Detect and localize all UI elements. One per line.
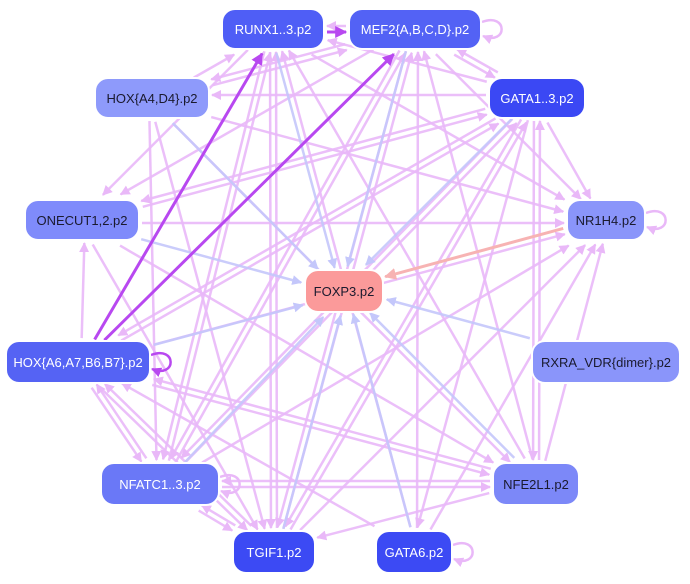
edge-tgif1-to-nfatc [200,504,236,527]
edge-hoxa6-to-mef2 [103,53,395,342]
self-loop-nr1h4 [645,209,667,235]
node-mef2[interactable]: MEF2{A,B,C,D}.p2 [348,8,482,50]
edge-nfatc-to-hoxa6 [95,383,148,460]
edge-nfe2l1-to-tgif1 [316,491,490,541]
node-nr1h4[interactable]: NR1H4.p2 [566,199,646,241]
edge-gata6-to-foxp3 [350,313,412,528]
edge-tgif1-to-gata1 [289,121,528,531]
edge-hoxa6-to-foxp3 [153,302,304,347]
self-loop-mef2 [481,18,503,44]
edge-nfe2l1-to-gata1 [534,120,545,461]
edge-runx-to-onecut [101,48,249,196]
edge-gata1-to-mef2 [456,48,499,74]
node-onecut[interactable]: ONECUT1,2.p2 [24,199,140,241]
edge-mef2-to-gata1 [453,53,496,79]
node-nfe2l1[interactable]: NFE2L1.p2 [492,462,580,506]
edge-gata6-to-hoxa6 [121,382,376,528]
edge-rxra-to-foxp3 [385,297,531,340]
edge-nfatc-to-mef2 [174,52,406,463]
edge-onecut-to-gata1 [142,112,488,209]
edge-hoxa6-to-gata1 [120,122,500,342]
node-gata6[interactable]: GATA6.p2 [375,530,453,574]
edge-gata6-to-nr1h4 [429,243,597,531]
edge-gata1-to-onecut [140,107,486,204]
node-rxra[interactable]: RXRA_VDR{dimer}.p2 [531,340,681,384]
edge-nfe2l1-to-foxp3 [369,312,516,459]
edge-gata1-to-foxp3 [364,117,513,266]
edge-nr1h4-to-foxp3 [384,227,564,280]
edge-hoxa4-to-runx [193,53,236,79]
edge-onecut-to-foxp3 [140,237,303,285]
node-nfatc[interactable]: NFATC1..3.p2 [100,462,220,506]
edge-nfatc-to-foxp3 [184,316,325,463]
edge-gata1-to-nfe2l1 [528,120,539,461]
edge-runx-to-foxp3 [275,52,338,269]
edge-hoxa4-to-foxp3 [171,122,319,270]
edge-hoxa6-to-nfe2l1 [151,383,491,478]
self-loop-hoxa6 [150,351,172,377]
edge-nfe2l1-to-hoxa6 [152,376,492,471]
edge-mef2-to-nfatc [169,49,401,460]
edge-hoxa6-to-nfatc [90,386,143,463]
node-runx[interactable]: RUNX1..3.p2 [221,8,325,50]
edge-gata1-to-nr1h4 [546,121,592,200]
edge-tgif1-to-runx [271,50,282,528]
edge-hoxa4-to-tgif1 [154,121,268,530]
edge-tgif1-to-foxp3 [282,314,343,530]
node-hoxa4[interactable]: HOX{A4,D4}.p2 [94,77,210,119]
self-loop-nfatc [219,473,241,499]
node-gata1[interactable]: GATA1..3.p2 [488,77,586,119]
node-hoxa6[interactable]: HOX{A6,A7,B6,B7}.p2 [5,340,151,384]
self-loop-gata6 [452,541,474,567]
edge-mef2-to-foxp3 [345,50,408,268]
edge-onecut-to-tgif1 [91,243,259,531]
node-foxp3[interactable]: FOXP3.p2 [304,269,384,313]
edge-hoxa6-to-tgif1 [99,387,249,532]
node-tgif1[interactable]: TGIF1.p2 [232,530,316,574]
edge-hoxa6-to-runx [93,52,264,341]
edge-gata1-to-tgif1 [284,118,523,528]
edge-runx-to-tgif1 [265,52,276,530]
edge-gata1-to-hoxa6 [117,117,497,337]
edge-onecut-to-nfe2l1 [119,244,495,464]
edge-hoxa6-to-onecut [79,242,90,339]
